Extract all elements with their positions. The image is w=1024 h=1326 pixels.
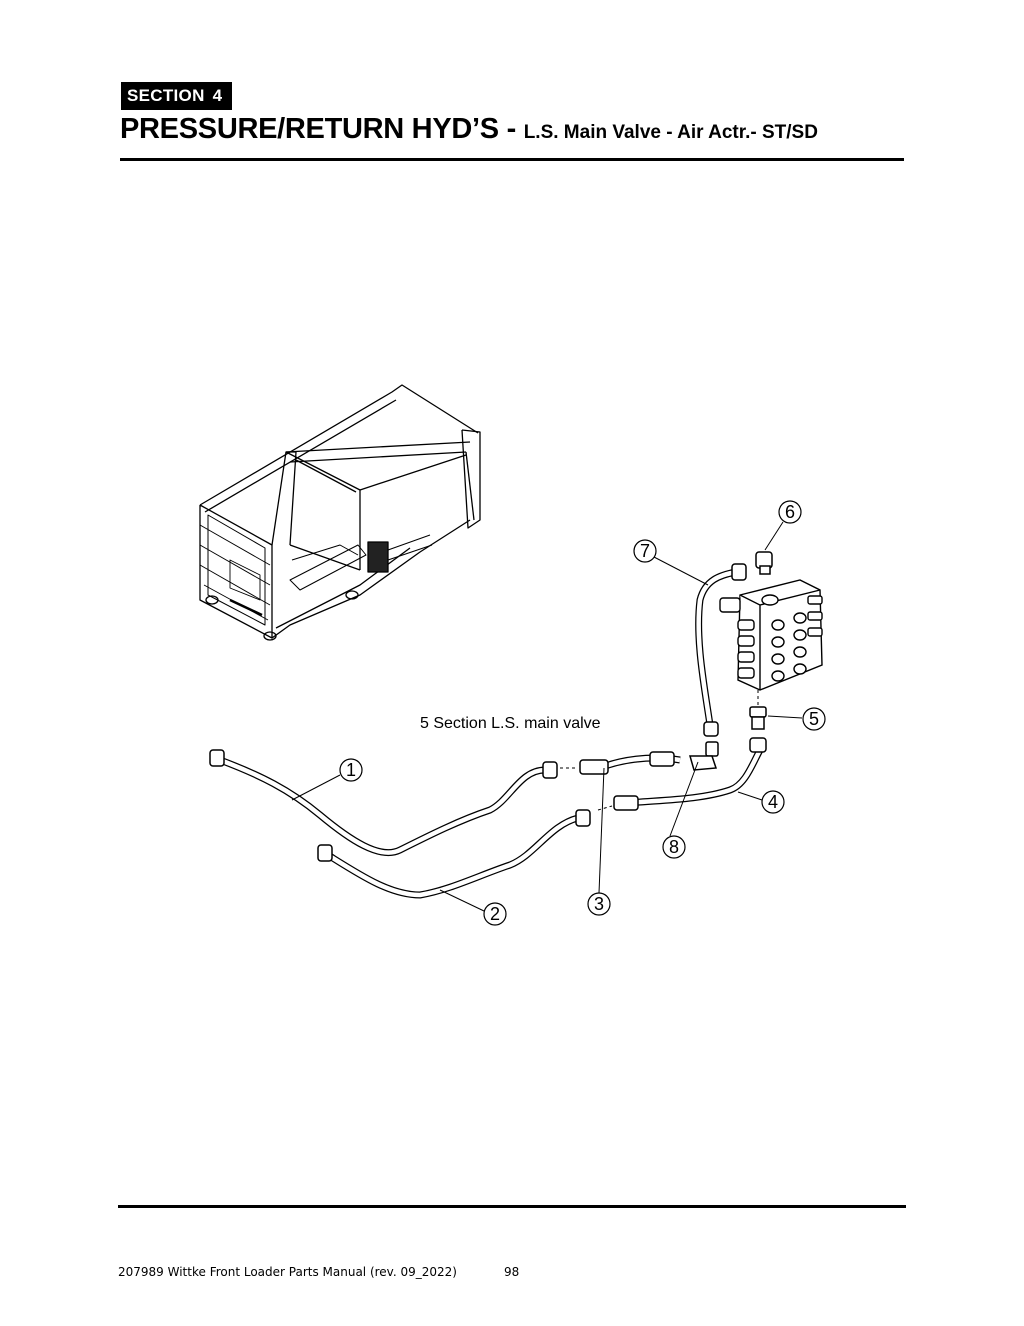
page-title-sub: L.S. Main Valve - Air Actr.- ST/SD bbox=[523, 122, 818, 143]
hose-2 bbox=[317, 809, 591, 899]
main-valve-block bbox=[719, 579, 823, 691]
section-badge: SECTION 4 bbox=[121, 82, 233, 110]
footer-rule bbox=[118, 1205, 906, 1208]
fitting-6 bbox=[755, 551, 773, 575]
hose-4 bbox=[597, 737, 767, 811]
section-label: SECTION bbox=[127, 86, 205, 105]
hose-1 bbox=[209, 749, 558, 857]
page-title-main: PRESSURE/RETURN HYD’S - bbox=[120, 113, 524, 145]
header-rule bbox=[120, 158, 904, 161]
svg-text:3: 3 bbox=[594, 894, 604, 914]
callout-1: 1 bbox=[339, 758, 363, 782]
callout-3: 3 bbox=[587, 892, 611, 916]
page-number: 98 bbox=[504, 1265, 520, 1279]
svg-text:1: 1 bbox=[346, 760, 356, 780]
callout-2: 2 bbox=[483, 902, 507, 926]
svg-text:2: 2 bbox=[490, 904, 500, 924]
fitting-5 bbox=[749, 690, 767, 730]
svg-text:6: 6 bbox=[785, 502, 795, 522]
footer: 207989 Wittke Front Loader Parts Manual … bbox=[118, 1265, 519, 1279]
section-number: 4 bbox=[212, 86, 223, 105]
footer-manual-title: 207989 Wittke Front Loader Parts Manual … bbox=[118, 1265, 457, 1279]
callout-4: 4 bbox=[761, 790, 785, 814]
callout-5: 5 bbox=[802, 707, 826, 731]
callout-6: 6 bbox=[778, 500, 802, 524]
valve-label: 5 Section L.S. main valve bbox=[420, 715, 601, 732]
hose-7 bbox=[695, 563, 747, 737]
page-title: PRESSURE/RETURN HYD’S - L.S. Main Valve … bbox=[120, 113, 818, 146]
truck-body-illustration bbox=[199, 384, 481, 641]
callout-7: 7 bbox=[633, 539, 657, 563]
callouts: 1 2 3 4 5 6 7 8 bbox=[339, 500, 826, 926]
svg-text:4: 4 bbox=[768, 792, 778, 812]
callout-8: 8 bbox=[662, 835, 686, 859]
hose-3 bbox=[560, 751, 681, 775]
svg-text:8: 8 bbox=[669, 837, 679, 857]
svg-text:7: 7 bbox=[640, 541, 650, 561]
leader-lines bbox=[291, 521, 803, 912]
svg-text:5: 5 bbox=[809, 709, 819, 729]
elbow-fitting-8 bbox=[689, 741, 719, 771]
